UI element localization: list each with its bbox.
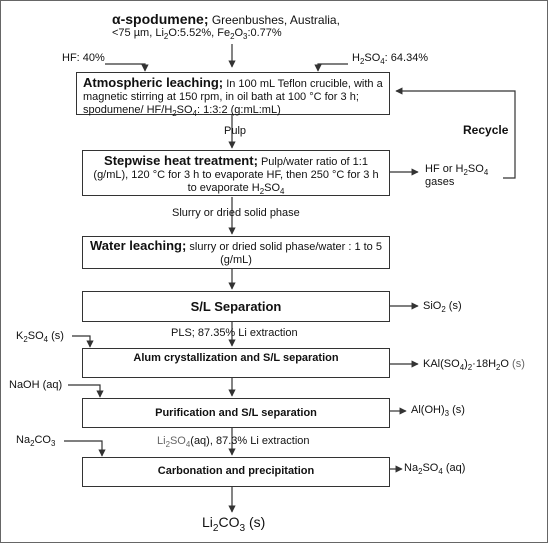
heat-treatment-box: Stepwise heat treatment; Pulp/water rati… bbox=[82, 150, 390, 196]
arrow-naoh-input bbox=[68, 384, 104, 398]
na2co3-input-label: Na2CO3 bbox=[16, 434, 56, 449]
arrow-h2so4-input bbox=[314, 63, 348, 72]
naoh-input-label: NaOH (aq) bbox=[9, 379, 63, 391]
h2so4-input-label: H2SO4: 64.34% bbox=[352, 52, 429, 67]
water-leaching-box: Water leaching; slurry or dried solid ph… bbox=[82, 236, 390, 269]
pls-label: PLS; 87.35% Li extraction bbox=[171, 327, 298, 339]
hf-input-label: HF: 40% bbox=[62, 52, 105, 64]
alum-crystallization-box: Alum crystallization and S/L separation bbox=[82, 348, 390, 378]
carbonation-box: Carbonation and precipitation bbox=[82, 457, 390, 487]
arrow-recycle-loop bbox=[395, 87, 516, 179]
purification-box: Purification and S/L separation bbox=[82, 398, 390, 428]
source-line-1: α-spodumene; Greenbushes, Australia, bbox=[112, 11, 340, 27]
slurry-label: Slurry or dried solid phase bbox=[172, 207, 300, 219]
recycle-label: Recycle bbox=[463, 123, 509, 137]
sl-separation-box: S/L Separation bbox=[82, 291, 390, 322]
alum-output-label: KAl(SO4)2·18H2O (s) bbox=[423, 358, 525, 373]
na2so4-output-label: Na2SO4 (aq) bbox=[404, 462, 466, 477]
pulp-label: Pulp bbox=[224, 125, 247, 137]
k2so4-input-label: K2SO4 (s) bbox=[16, 330, 64, 345]
product-li2co3: Li2CO3 (s) bbox=[202, 514, 266, 534]
sio2-output-label: SiO2 (s) bbox=[423, 300, 462, 315]
aloh-output-label: Al(OH)3 (s) bbox=[411, 404, 465, 419]
arrow-k2so4-input bbox=[72, 335, 94, 348]
li2so4-label: Li2SO4(aq), 87.3% Li extraction bbox=[157, 435, 310, 450]
arrow-hf-input bbox=[105, 63, 149, 72]
atmospheric-leaching-box: Atmospheric leaching; In 100 mL Teflon c… bbox=[76, 72, 390, 118]
arrow-na2co3-input bbox=[64, 440, 106, 457]
source-line-2: <75 µm, Li2O:5.52%, Fe2O3:0.77% bbox=[112, 27, 282, 42]
